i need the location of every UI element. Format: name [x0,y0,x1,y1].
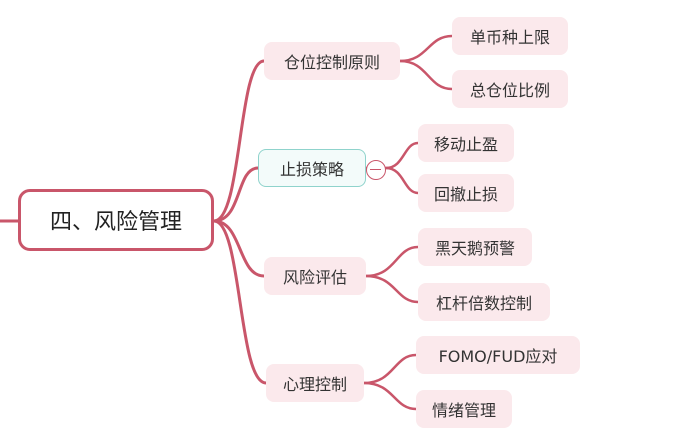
branch-stop-loss[interactable]: 止损策略 [258,149,366,187]
leaf-single-coin-limit[interactable]: 单币种上限 [452,17,568,55]
leaf-emotion-management[interactable]: 情绪管理 [416,390,512,428]
connector-root-branch-2 [212,166,260,223]
connector-branch-1-leaf-2 [398,59,454,91]
branch-position-control[interactable]: 仓位控制原则 [264,42,400,80]
connector-root-branch-4 [212,219,268,385]
collapse-toggle-icon[interactable] [366,160,386,180]
leaf-trailing-take-profit[interactable]: 移动止盈 [418,124,514,162]
leaf-fomo-fud-response[interactable]: FOMO/FUD应对 [416,336,580,374]
leaf-leverage-control[interactable]: 杠杆倍数控制 [418,283,550,321]
root-node[interactable]: 四、风险管理 [18,189,214,251]
connector-branch-4-leaf-1 [362,353,418,385]
connector-branch-2-leaf-1 [384,141,420,170]
branch-risk-assessment[interactable]: 风险评估 [264,257,366,295]
connector-branch-2-leaf-2 [384,166,420,195]
leaf-total-position-ratio[interactable]: 总仓位比例 [452,70,568,108]
connector-root-branch-3 [212,219,266,278]
connector-root-branch-1 [212,59,266,223]
connector-branch-3-leaf-2 [364,274,420,304]
leaf-black-swan-warning[interactable]: 黑天鹅预警 [418,228,532,266]
connector-branch-1-leaf-1 [398,34,454,63]
connector-branch-4-leaf-2 [362,381,418,411]
branch-psychology-control[interactable]: 心理控制 [266,364,364,402]
connector-branch-3-leaf-1 [364,245,420,278]
leaf-drawdown-stop-loss[interactable]: 回撤止损 [418,174,514,212]
